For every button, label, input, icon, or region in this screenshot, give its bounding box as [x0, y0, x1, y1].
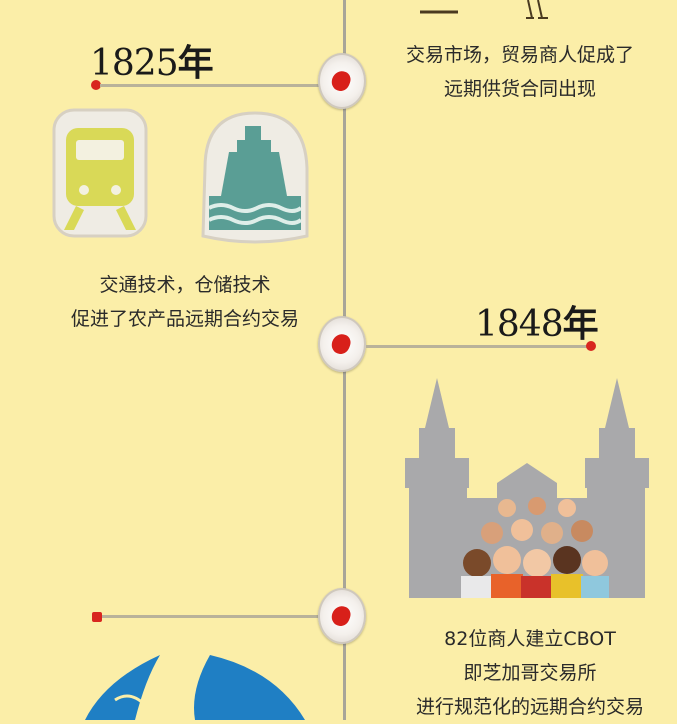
caption-1825: 交通技术，仓储技术 促进了农产品远期合约交易 [40, 268, 330, 336]
node-core-icon [329, 603, 353, 629]
year-number: 1848 [475, 304, 564, 345]
marker-dot [91, 80, 101, 90]
train-icon [52, 108, 148, 238]
marker-dot [92, 612, 102, 622]
timeline-node[interactable] [318, 53, 366, 109]
year-label-1825: 1825年 [90, 34, 214, 86]
year-label-1848: 1848年 [475, 295, 599, 347]
caption-line: 促进了农产品远期合约交易 [70, 308, 299, 330]
connector-line [100, 84, 325, 87]
caption-1848: 82位商人建立CBOT 即芝加哥交易所 进行规范化的远期合约交易 [385, 622, 675, 724]
year-suffix: 年 [562, 304, 599, 345]
caption-line: 即芝加哥交易所 [463, 662, 597, 684]
caption-line: 82位商人建立CBOT [444, 628, 616, 650]
globe-icon [85, 655, 305, 720]
caption-market-origin: 交易市场，贸易商人促成了 远期供货合同出现 [375, 38, 665, 106]
exchange-building-crowd-icon [405, 378, 649, 598]
connector-line [366, 345, 588, 348]
trader-illustration-icon [420, 0, 548, 19]
caption-line: 远期供货合同出现 [443, 78, 596, 100]
caption-line: 交易市场，贸易商人促成了 [405, 44, 634, 66]
caption-line: 交通技术，仓储技术 [99, 274, 271, 296]
timeline-node[interactable] [318, 588, 366, 644]
timeline-node[interactable] [318, 316, 366, 372]
node-core-icon [329, 68, 353, 94]
connector-line [102, 615, 324, 618]
year-number: 1825 [90, 43, 179, 84]
node-core-icon [329, 331, 353, 357]
marker-dot [586, 341, 596, 351]
caption-line: 进行规范化的远期合约交易 [415, 696, 644, 718]
ship-icon [201, 111, 309, 244]
year-suffix: 年 [177, 43, 214, 84]
